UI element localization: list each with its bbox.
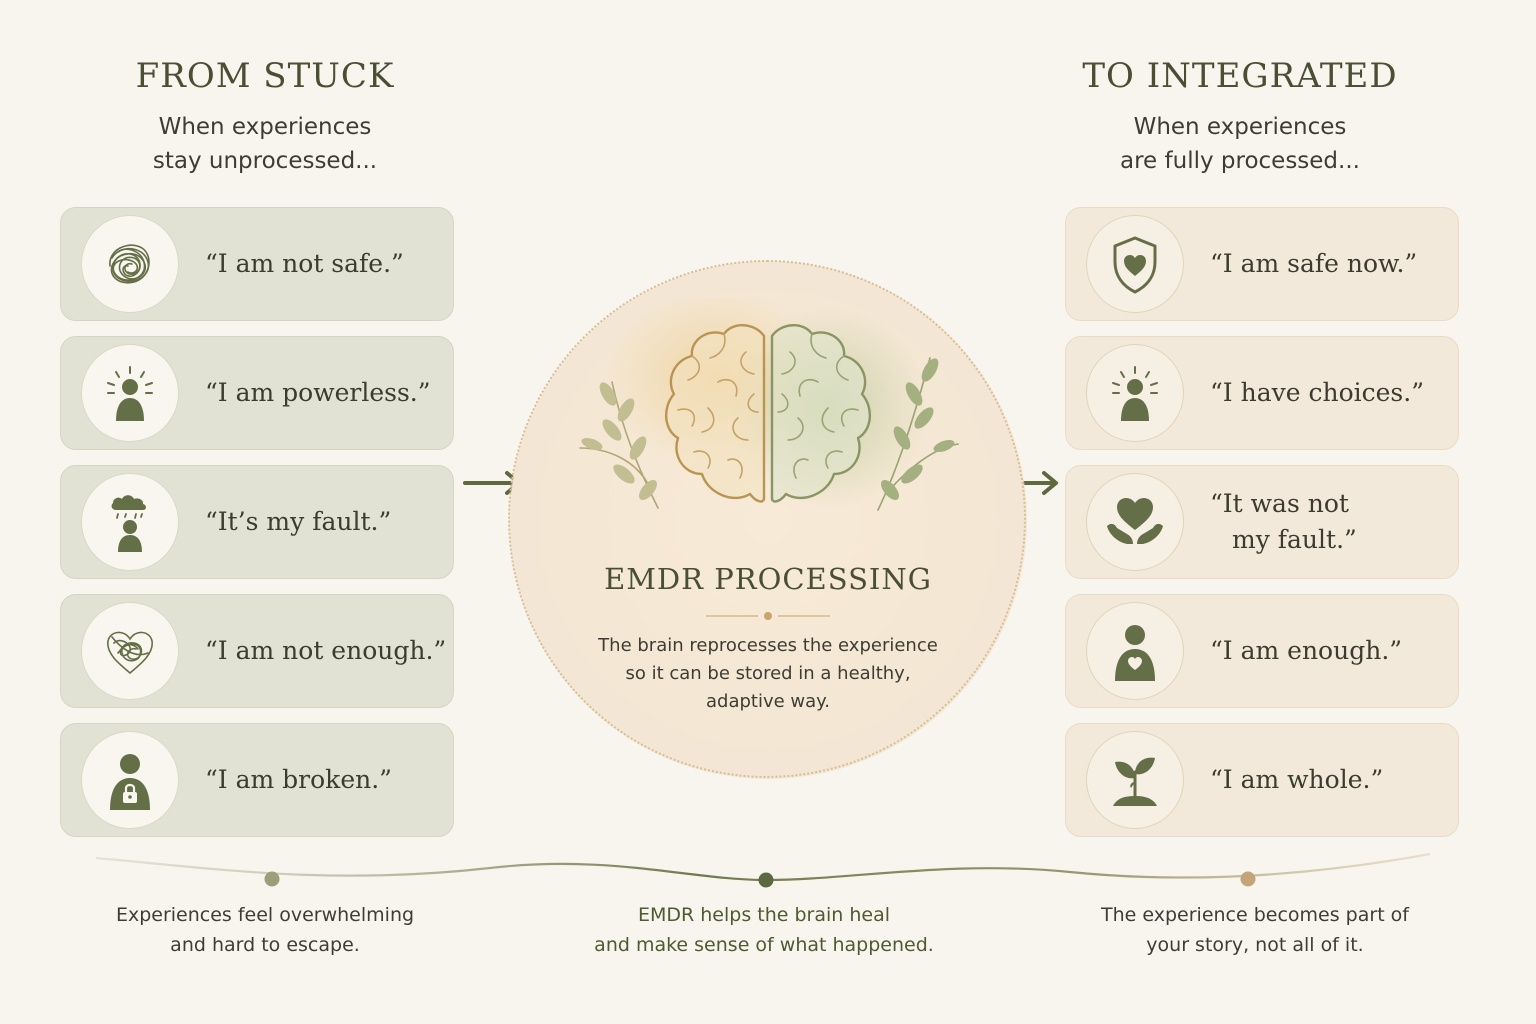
caption-line: EMDR helps the brain heal	[637, 904, 891, 926]
belief-text: “I am not enough.”	[205, 633, 446, 669]
subtitle-line: are fully processed...	[1120, 148, 1360, 174]
stuck-caption: Experiences feel overwhelming and hard t…	[55, 900, 475, 960]
subtitle-line: When experiences	[1133, 114, 1347, 140]
from-stuck-title: FROM STUCK	[135, 56, 395, 96]
sprout-icon	[1086, 731, 1184, 829]
integrated-caption: The experience becomes part of your stor…	[1045, 900, 1465, 960]
from-stuck-subtitle: When experiences stay unprocessed...	[55, 110, 475, 178]
timeline-dot	[758, 872, 774, 888]
shield-heart-icon	[1086, 215, 1184, 313]
belief-line: “It was not	[1210, 489, 1349, 518]
timeline-dot	[264, 871, 280, 887]
belief-line: “I am powerless.”	[205, 378, 431, 407]
belief-line: “I am safe now.”	[1210, 249, 1418, 278]
belief-line: “I am enough.”	[1210, 636, 1403, 665]
caption-line: The experience becomes part of	[1101, 904, 1409, 926]
integrated-belief-card: “It was not my fault.”	[1065, 465, 1459, 579]
belief-text: “I have choices.”	[1210, 375, 1424, 411]
integrated-belief-list: “I am safe now.” “I have choices.” “It w	[1065, 207, 1459, 852]
stuck-belief-card: “I am broken.”	[60, 723, 454, 837]
belief-line: “I am not safe.”	[205, 249, 404, 278]
to-integrated-title: TO INTEGRATED	[1082, 56, 1398, 96]
person-rain-cloud-icon	[81, 473, 179, 571]
brain-icon	[579, 298, 959, 511]
belief-line: “I have choices.”	[1210, 378, 1424, 407]
integrated-belief-card: “I am whole.”	[1065, 723, 1459, 837]
hands-heart-icon	[1086, 473, 1184, 571]
timeline-dot	[1240, 871, 1256, 887]
belief-text: “It was not my fault.”	[1210, 486, 1357, 558]
divider	[706, 612, 830, 620]
belief-line: “I am whole.”	[1210, 765, 1384, 794]
person-radiating-icon	[81, 344, 179, 442]
stuck-belief-card: “I am powerless.”	[60, 336, 454, 450]
stuck-belief-card: “I am not safe.”	[60, 207, 454, 321]
integrated-belief-card: “I have choices.”	[1065, 336, 1459, 450]
to-integrated-subtitle: When experiences are fully processed...	[1030, 110, 1450, 178]
belief-text: “I am safe now.”	[1210, 246, 1417, 282]
tangled-scribble-icon	[81, 215, 179, 313]
belief-line: “It’s my fault.”	[205, 507, 392, 536]
person-padlock-icon	[81, 731, 179, 829]
journey-timeline	[95, 852, 1431, 888]
belief-text: “It’s my fault.”	[205, 504, 391, 540]
description-line: so it can be stored in a healthy,	[625, 663, 911, 684]
caption-line: and hard to escape.	[170, 934, 360, 956]
belief-line: “I am not enough.”	[205, 636, 447, 665]
description-line: adaptive way.	[706, 691, 830, 712]
emdr-circle-outline	[508, 260, 1026, 778]
stuck-belief-card: “I am not enough.”	[60, 594, 454, 708]
belief-text: “I am not safe.”	[205, 246, 404, 282]
subtitle-line: stay unprocessed...	[152, 148, 378, 174]
caption-line: and make sense of what happened.	[594, 934, 934, 956]
belief-text: “I am broken.”	[205, 762, 392, 798]
integrated-belief-card: “I am safe now.”	[1065, 207, 1459, 321]
person-heart-icon	[1086, 602, 1184, 700]
belief-line: “I am broken.”	[205, 765, 392, 794]
belief-text: “I am powerless.”	[205, 375, 431, 411]
belief-text: “I am whole.”	[1210, 762, 1383, 798]
belief-line: my fault.”	[1232, 525, 1357, 554]
tangled-heart-icon	[81, 602, 179, 700]
emdr-caption: EMDR helps the brain heal and make sense…	[554, 900, 974, 960]
subtitle-line: When experiences	[158, 114, 372, 140]
emdr-description: The brain reprocesses the experience so …	[566, 632, 970, 716]
stuck-belief-list: “I am not safe.” “I am powerless.”	[60, 207, 454, 852]
caption-line: Experiences feel overwhelming	[115, 904, 415, 926]
description-line: The brain reprocesses the experience	[598, 635, 938, 656]
stuck-belief-card: “It’s my fault.”	[60, 465, 454, 579]
caption-line: your story, not all of it.	[1146, 934, 1364, 956]
belief-text: “I am enough.”	[1210, 633, 1402, 669]
integrated-belief-card: “I am enough.”	[1065, 594, 1459, 708]
person-radiating-icon	[1086, 344, 1184, 442]
emdr-processing-title: EMDR PROCESSING	[604, 562, 932, 596]
